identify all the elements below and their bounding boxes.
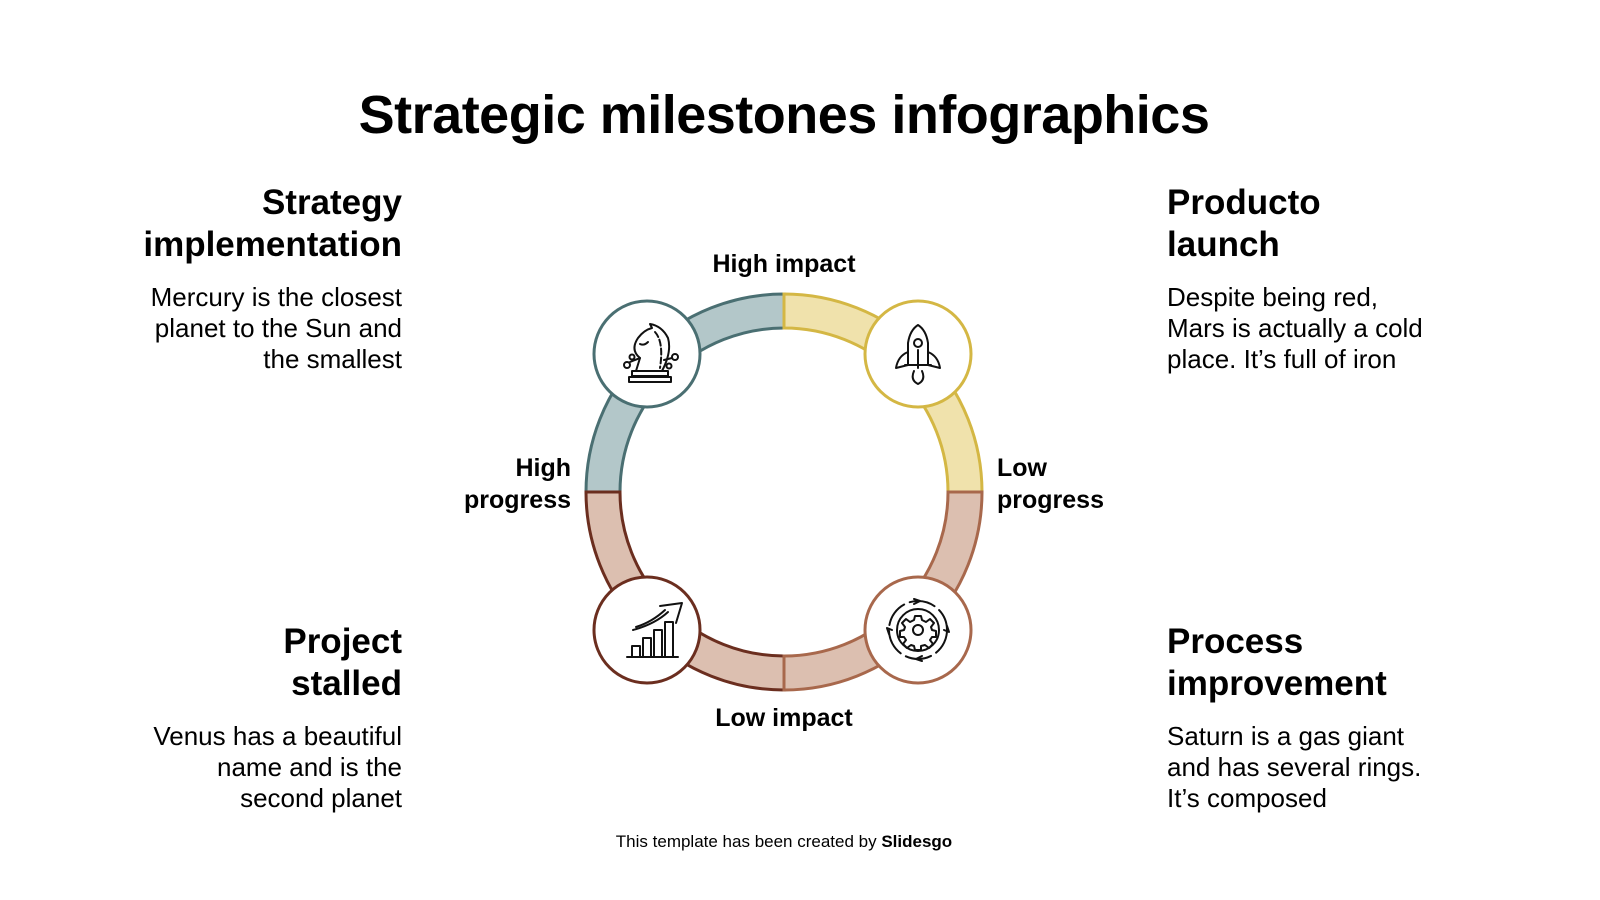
- rocket-icon: [895, 324, 941, 385]
- page-title: Strategic milestones infographics: [358, 85, 1210, 145]
- gear-cycle-icon: [886, 598, 950, 662]
- axis-label-top: High impact: [712, 250, 856, 278]
- footer-brand[interactable]: Slidesgo: [881, 832, 953, 851]
- icon-circle-stalled: [592, 575, 702, 685]
- chess-knight-icon: [623, 323, 679, 383]
- axis-label-bottom: Low impact: [715, 704, 853, 732]
- icon-circle-process: [863, 575, 973, 685]
- footer-credit: This template has been created by Slides…: [615, 832, 953, 851]
- block-description: Despite being red,Mars is actually a col…: [1167, 282, 1423, 374]
- icon-circle-strategy: [592, 299, 702, 409]
- growth-chart-icon: [626, 602, 683, 658]
